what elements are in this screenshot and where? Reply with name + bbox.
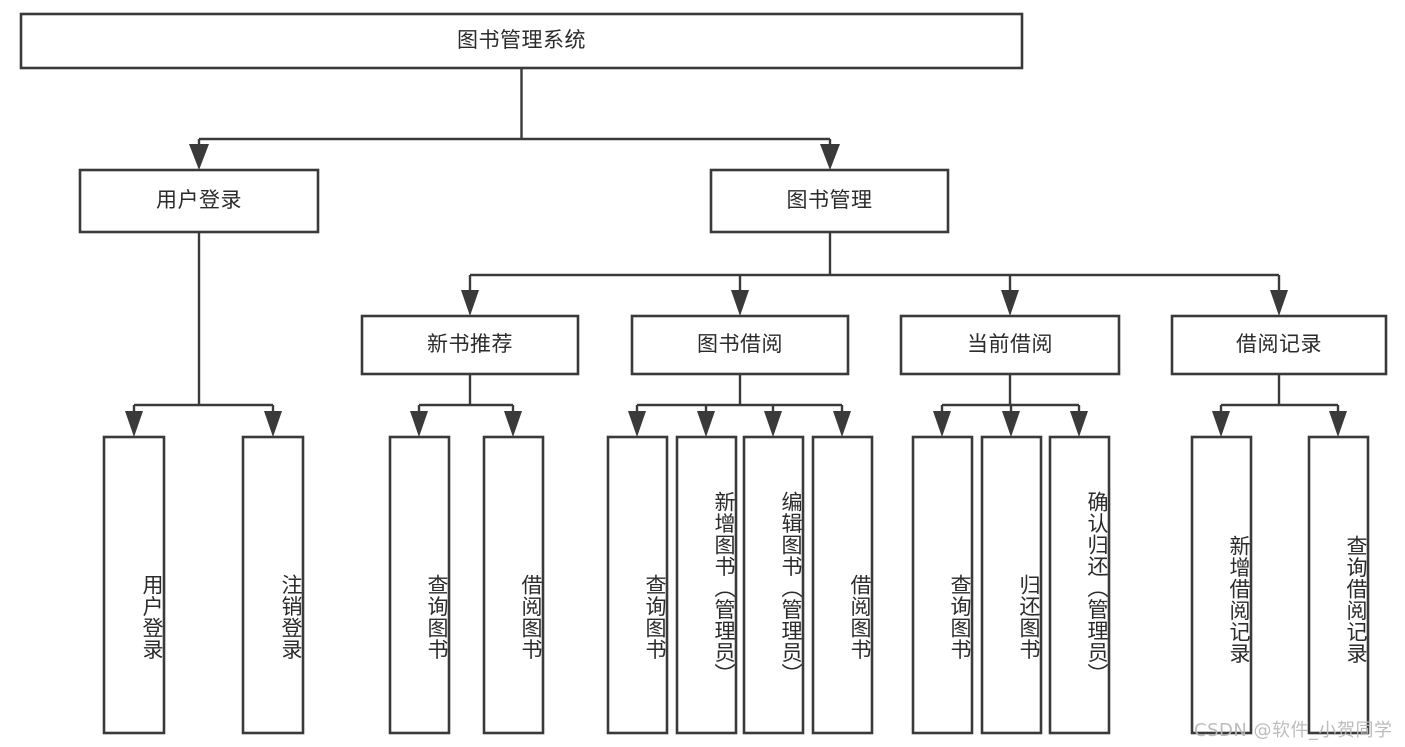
arrow-head-icon	[697, 411, 715, 437]
arrow-head-icon	[461, 290, 479, 316]
arrow-head-icon	[189, 144, 209, 170]
node-box-leaf-edit-book-admin[interactable]	[742, 435, 805, 735]
node-box-book-management[interactable]	[709, 168, 950, 234]
node-box-leaf-logout[interactable]	[241, 435, 305, 735]
node-box-leaf-query-book-1[interactable]	[388, 435, 451, 735]
csdn-watermark: CSDN @软件_小贺同学	[1194, 720, 1393, 741]
node-box-current-borrow[interactable]	[899, 314, 1121, 376]
connector-group-borrow-record	[1212, 374, 1347, 437]
connector-group-book-mgmt	[461, 232, 1288, 316]
node-box-leaf-return-book[interactable]	[980, 435, 1043, 735]
arrow-head-icon	[1329, 411, 1347, 437]
connector-group-new-book	[410, 374, 522, 437]
arrow-head-icon	[833, 411, 851, 437]
node-box-leaf-borrow-book-2[interactable]	[811, 435, 874, 735]
connector-group-current-borrow	[933, 374, 1088, 437]
arrow-head-icon	[731, 290, 749, 316]
node-box-leaf-confirm-return-admin[interactable]	[1048, 435, 1111, 735]
node-box-user-login[interactable]	[78, 168, 320, 234]
node-box-book-borrow[interactable]	[630, 314, 850, 376]
connector-group-borrow-book	[628, 374, 851, 437]
node-box-leaf-user-login[interactable]	[102, 435, 166, 735]
arrow-head-icon	[628, 411, 646, 437]
arrow-head-icon	[1001, 290, 1019, 316]
node-box-leaf-borrow-book-1[interactable]	[482, 435, 545, 735]
node-box-leaf-query-book-3[interactable]	[911, 435, 974, 735]
node-box-title[interactable]	[19, 12, 1024, 70]
connector-group-user-login	[125, 232, 282, 437]
node-box-new-book-recommend[interactable]	[360, 314, 580, 376]
arrow-head-icon	[1070, 411, 1088, 437]
arrow-head-icon	[1270, 290, 1288, 316]
arrow-head-icon	[125, 411, 143, 437]
node-box-borrow-record[interactable]	[1170, 314, 1388, 376]
connector-group-root	[189, 68, 840, 170]
arrow-head-icon	[1002, 411, 1020, 437]
arrow-head-icon	[1212, 411, 1230, 437]
node-box-leaf-query-book-2[interactable]	[606, 435, 669, 735]
node-box-leaf-query-borrow-record[interactable]	[1307, 435, 1370, 735]
arrow-head-icon	[264, 411, 282, 437]
arrow-head-icon	[933, 411, 951, 437]
arrow-head-icon	[820, 144, 840, 170]
arrow-head-icon	[410, 411, 428, 437]
arrow-head-icon	[504, 411, 522, 437]
node-box-leaf-add-borrow-record[interactable]	[1190, 435, 1253, 735]
arrow-head-icon	[764, 411, 782, 437]
node-box-leaf-add-book-admin[interactable]	[675, 435, 738, 735]
